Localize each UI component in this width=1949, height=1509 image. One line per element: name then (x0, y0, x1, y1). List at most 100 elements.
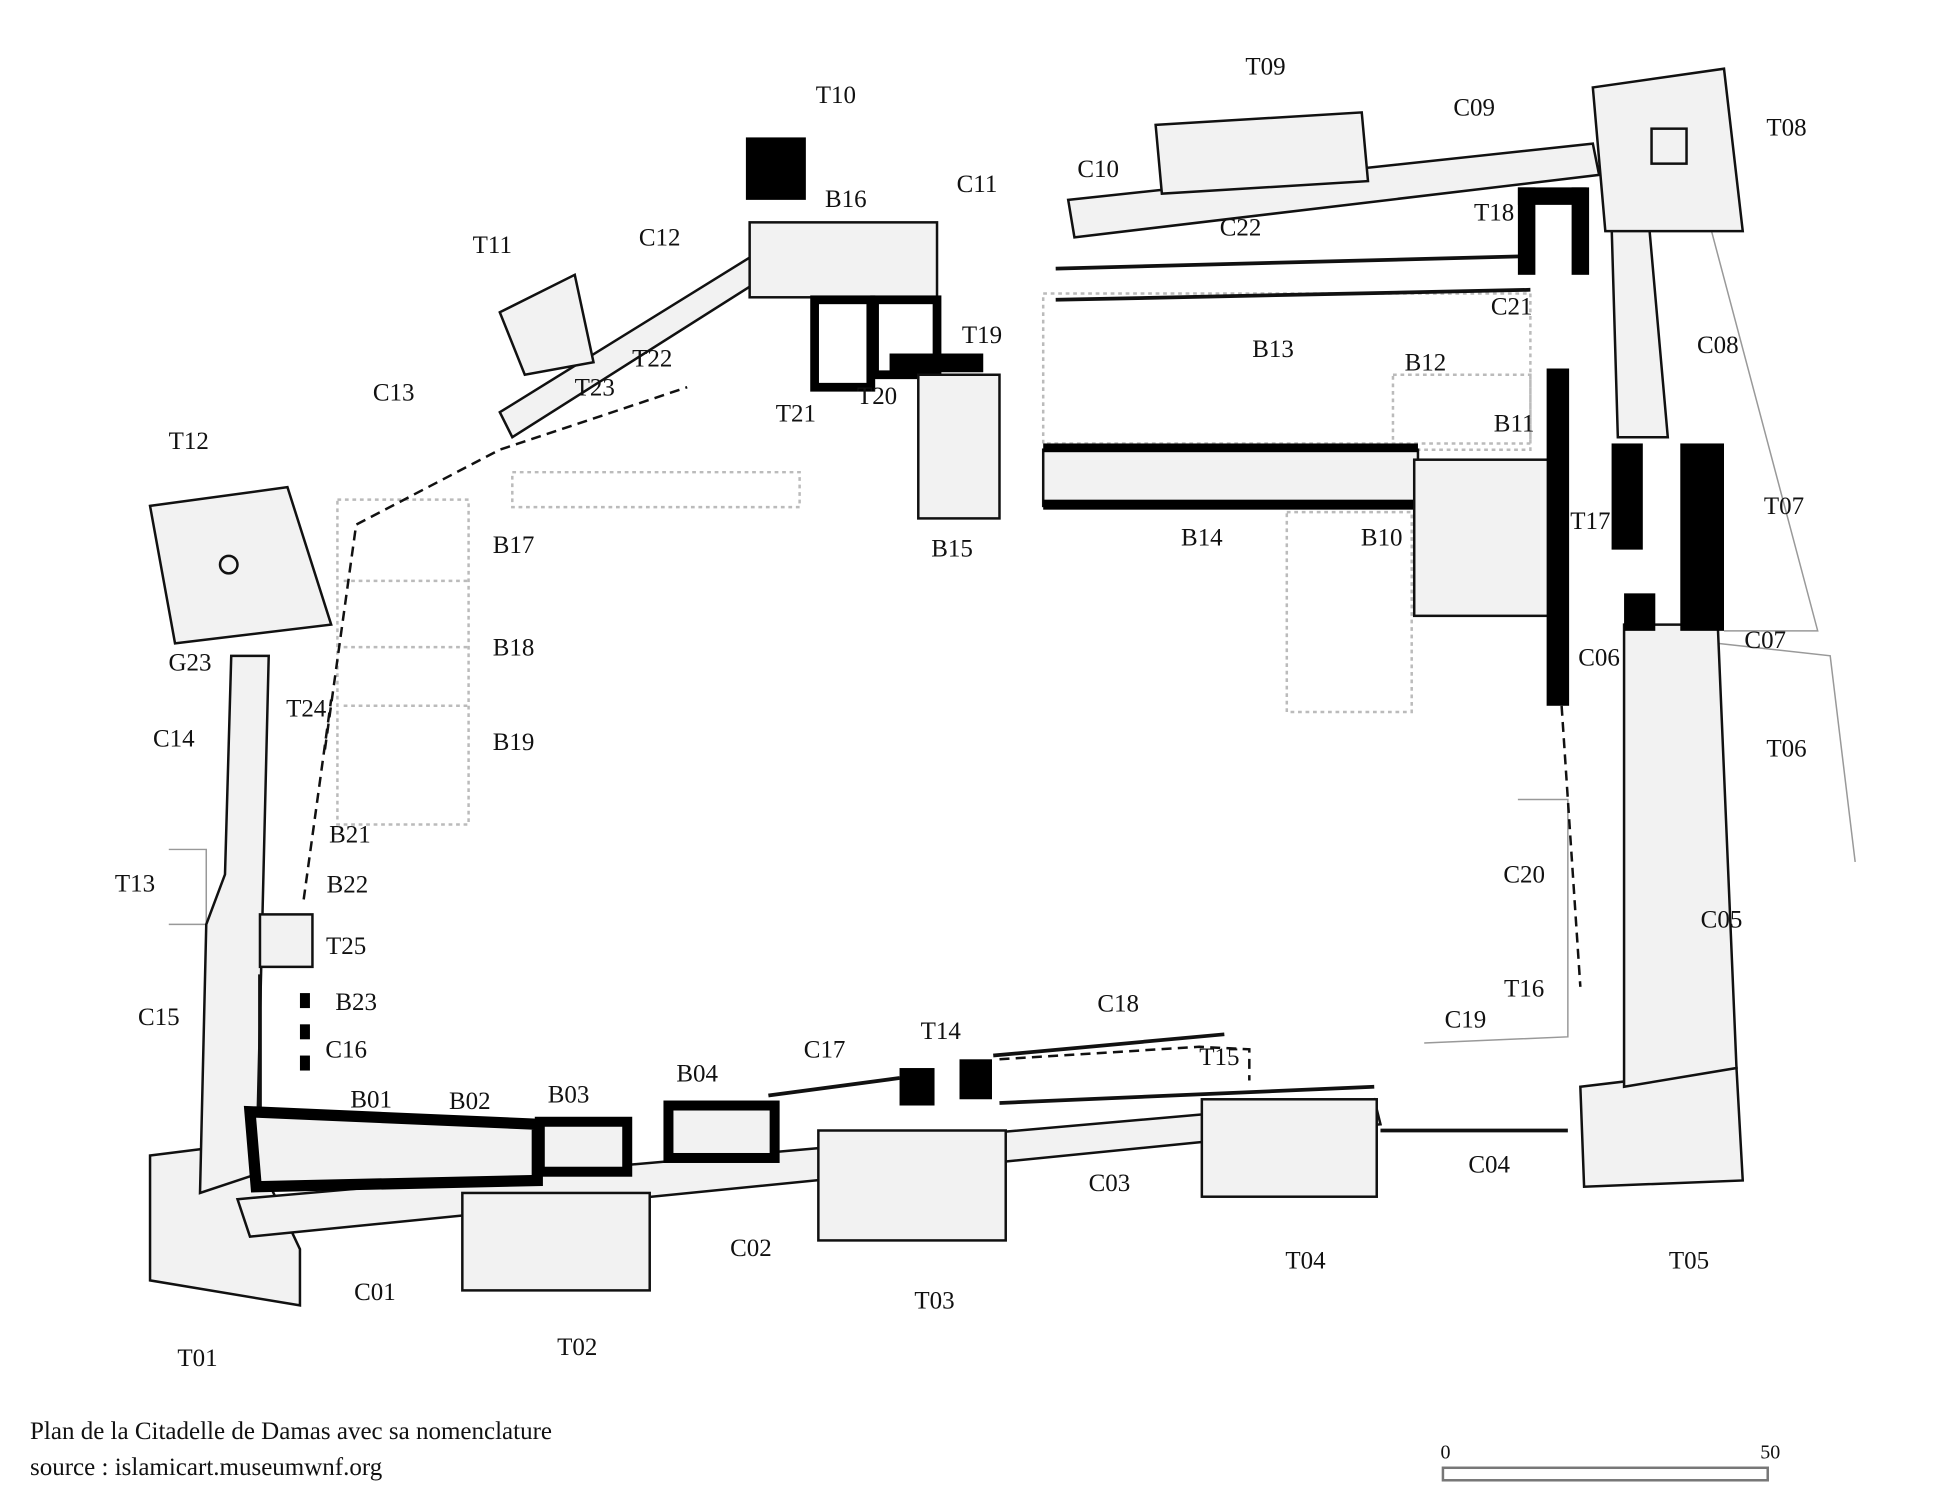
label-b10: B10 (1361, 524, 1403, 551)
t14-block (899, 1068, 935, 1106)
label-c03: C03 (1089, 1170, 1131, 1197)
b23-pier (299, 993, 310, 1009)
c17-wall (768, 1076, 900, 1098)
b13-wall (1055, 254, 1531, 271)
tower-t10 (745, 137, 806, 200)
b14-south-wall (1043, 499, 1418, 510)
t18-wall (1517, 187, 1536, 275)
label-t11: T11 (473, 232, 512, 259)
tower-t02 (461, 1191, 651, 1292)
t07-wall (1611, 443, 1643, 550)
east-curtain (1622, 623, 1738, 1089)
b16-hall (748, 221, 939, 299)
label-g23: G23 (169, 649, 212, 676)
label-b04: B04 (676, 1060, 718, 1087)
t12-column (218, 554, 239, 575)
t18-wall (1571, 187, 1590, 275)
label-b17: B17 (493, 532, 535, 559)
conjectural-wall (302, 699, 333, 900)
label-t02: T02 (557, 1334, 597, 1361)
label-t04: T04 (1285, 1248, 1326, 1275)
label-t08: T08 (1766, 115, 1806, 142)
label-t10: T10 (816, 82, 856, 109)
label-c09: C09 (1453, 95, 1495, 122)
scale-end: 50 (1760, 1442, 1780, 1464)
c08-wall (1610, 223, 1670, 439)
label-t21: T21 (776, 401, 816, 428)
t20-room (810, 295, 876, 392)
outline-c19 (1424, 798, 1569, 1044)
t08-pillar (1650, 127, 1688, 165)
label-c02: C02 (730, 1235, 772, 1262)
tower-t11 (498, 272, 595, 377)
label-t24: T24 (286, 696, 327, 723)
label-b14: B14 (1181, 524, 1223, 551)
west-curtain (198, 654, 270, 1195)
t07-wall (1680, 443, 1725, 631)
label-t17: T17 (1570, 508, 1610, 535)
label-b13: B13 (1252, 336, 1294, 363)
c18-wall (993, 1032, 1225, 1058)
label-t25: T25 (326, 933, 366, 960)
t14-block (959, 1059, 992, 1100)
label-t15: T15 (1199, 1044, 1239, 1071)
b23-pier (299, 1055, 310, 1071)
label-t22: T22 (632, 346, 672, 373)
label-t01: T01 (177, 1345, 217, 1372)
ruin-outline (511, 470, 801, 509)
label-c05: C05 (1701, 907, 1743, 934)
ruin-outline (1391, 373, 1532, 451)
label-b02: B02 (449, 1088, 491, 1115)
label-b11: B11 (1494, 411, 1535, 438)
label-b23: B23 (335, 989, 377, 1016)
label-c21: C21 (1491, 293, 1533, 320)
label-c16: C16 (325, 1037, 367, 1064)
label-c06: C06 (1578, 644, 1620, 671)
label-c11: C11 (957, 171, 998, 198)
b04-hall (663, 1100, 780, 1163)
north-curtain (1066, 142, 1601, 239)
tower-t08 (1591, 67, 1745, 233)
label-b03: B03 (548, 1082, 590, 1109)
caption-source: source : islamicart.museumwnf.org (30, 1454, 383, 1481)
label-b01: B01 (350, 1087, 392, 1114)
label-t19: T19 (962, 322, 1002, 349)
label-c14: C14 (153, 725, 195, 752)
label-t13: T13 (115, 870, 155, 897)
conjectural-wall (323, 386, 688, 750)
scale-bar: 0 50 (1440, 1442, 1780, 1482)
label-b22: B22 (327, 872, 369, 899)
scale-start: 0 (1440, 1442, 1450, 1464)
tower-t03 (817, 1129, 1007, 1242)
tower-t05 (1579, 1066, 1745, 1189)
b10-hall (1412, 458, 1563, 618)
b03-hall (534, 1116, 633, 1177)
label-c20: C20 (1503, 862, 1545, 889)
label-c17: C17 (804, 1037, 846, 1064)
t19-room (870, 295, 942, 380)
caption-title: Plan de la Citadelle de Damas avec sa no… (30, 1418, 553, 1445)
tower-t09 (1154, 111, 1370, 195)
label-t14: T14 (921, 1018, 962, 1045)
label-c08: C08 (1697, 332, 1739, 359)
label-b16: B16 (825, 186, 867, 213)
label-b12: B12 (1405, 349, 1447, 376)
tower-t04 (1200, 1098, 1378, 1198)
scale-bar-rect (1441, 1466, 1769, 1482)
label-c18: C18 (1097, 990, 1139, 1017)
ruin-outline (1285, 510, 1413, 714)
label-b19: B19 (493, 729, 535, 756)
label-c22: C22 (1220, 215, 1262, 242)
t20-wall (889, 353, 984, 373)
label-t06: T06 (1766, 735, 1806, 762)
c18-wall (999, 1084, 1375, 1105)
c20-conjectural-wall (1560, 705, 1582, 987)
outline-t06 (1717, 642, 1856, 863)
label-t23: T23 (575, 374, 615, 401)
label-t18: T18 (1474, 200, 1514, 227)
b14-hall (1041, 448, 1420, 508)
b01-b03-halls (243, 1105, 543, 1193)
ruin-outline (336, 498, 470, 826)
plan-drawing (148, 67, 1856, 1307)
